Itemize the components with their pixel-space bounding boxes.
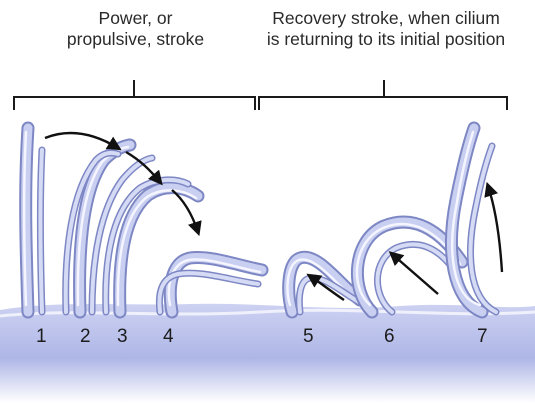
recovery-arrow-6 bbox=[392, 254, 438, 294]
position-number-6: 6 bbox=[384, 326, 395, 348]
recovery-label-line-1: Recovery stroke, when cilium bbox=[236, 8, 535, 29]
power-stroke-bracket bbox=[14, 80, 255, 110]
power-label-line-2: propulsive, stroke bbox=[18, 29, 253, 50]
position-number-3: 3 bbox=[117, 326, 128, 348]
position-number-4: 4 bbox=[163, 326, 174, 348]
power-stroke-label: Power, or propulsive, stroke bbox=[18, 8, 253, 50]
cell-surface bbox=[0, 304, 535, 403]
recovery-stroke-label: Recovery stroke, when cilium is returnin… bbox=[236, 8, 535, 50]
cilium-position-1 bbox=[24, 128, 42, 312]
recovery-stroke-bracket bbox=[259, 80, 507, 110]
position-number-1: 1 bbox=[36, 326, 47, 348]
power-label-line-1: Power, or bbox=[18, 8, 253, 29]
cilium-position-7 bbox=[452, 128, 496, 312]
position-number-2: 2 bbox=[80, 326, 91, 348]
position-number-7: 7 bbox=[477, 326, 488, 348]
power-arrow-1 bbox=[45, 133, 118, 148]
recovery-arrow-7 bbox=[488, 186, 502, 272]
cilium-position-3 bbox=[106, 180, 198, 312]
position-number-5: 5 bbox=[303, 326, 314, 348]
recovery-label-line-2: is returning to its initial position bbox=[236, 29, 535, 50]
